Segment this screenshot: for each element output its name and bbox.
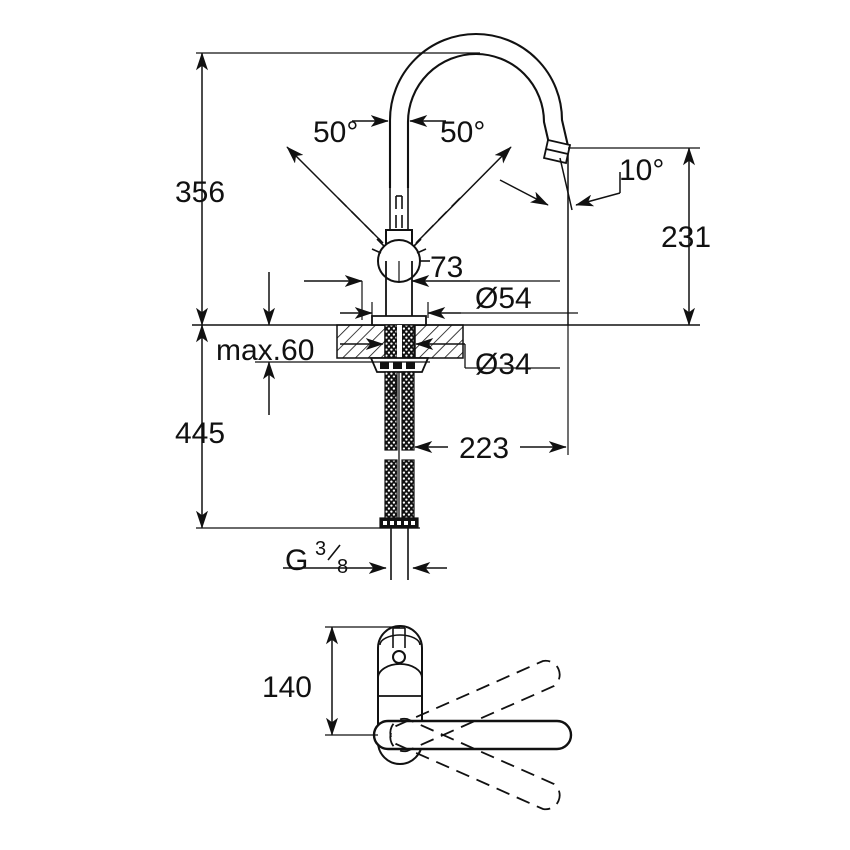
label-thread-numerator: 3	[315, 538, 326, 560]
plan-stem	[392, 627, 406, 648]
label-swivel-left: 50°	[313, 116, 358, 149]
base-escutcheon	[371, 315, 427, 326]
spout-riser	[389, 188, 409, 232]
flexible-hose-upper	[384, 371, 415, 451]
hose-end-fittings	[379, 517, 419, 580]
dim-140	[325, 626, 400, 736]
label-356: 356	[175, 176, 225, 209]
label-73: 73	[430, 251, 463, 284]
dim-dia34	[340, 338, 560, 369]
plan-lever-solid	[372, 719, 573, 751]
mounting-nut	[369, 357, 430, 373]
label-231: 231	[661, 221, 711, 254]
spout-arc	[388, 33, 570, 188]
outlet-angle-leader	[499, 153, 621, 325]
dim-231	[568, 147, 700, 326]
label-223: 223	[459, 432, 509, 465]
label-thread-letter: G	[285, 544, 308, 577]
label-max60: max.60	[216, 334, 314, 367]
elevation-view	[192, 33, 700, 580]
dimension-labels: 356 445 max.60 50° 50° 10° 231 73 Ø54 Ø3…	[175, 116, 711, 704]
label-140: 140	[262, 671, 312, 704]
dim-max60	[255, 272, 430, 415]
counter-section-hatch	[336, 324, 464, 359]
label-thread-denominator: 8	[337, 556, 348, 578]
dim-73	[304, 261, 560, 320]
dim-356	[196, 52, 480, 326]
plan-lever-dashed-down	[389, 717, 561, 811]
swivel-angle-leaders	[286, 146, 512, 244]
mixer-body-column	[385, 261, 413, 322]
label-dia54: Ø54	[475, 282, 532, 315]
label-swivel-right: 50°	[440, 116, 485, 149]
flexible-hose-lower	[384, 450, 415, 523]
label-dia34: Ø34	[475, 348, 532, 381]
aerator-outlet	[542, 138, 572, 165]
dim-223	[414, 325, 569, 455]
dim-dia54	[340, 302, 578, 319]
label-outlet-angle: 10°	[619, 154, 664, 187]
plan-cap-screw-circle	[392, 650, 406, 664]
label-thread-g38: G 3 8	[285, 538, 348, 578]
label-445: 445	[175, 417, 225, 450]
dim-445	[196, 324, 420, 529]
plan-view	[325, 625, 573, 811]
